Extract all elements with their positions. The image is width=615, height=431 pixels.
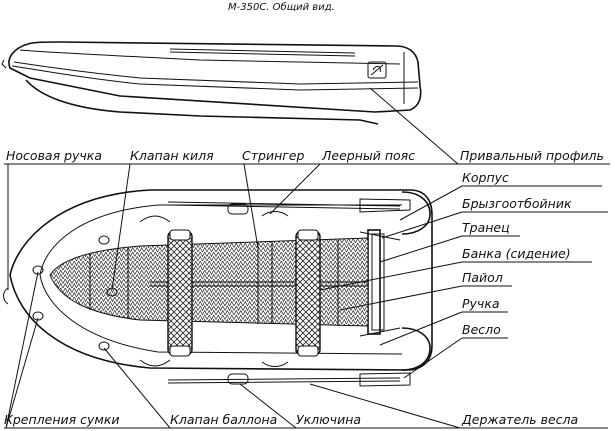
oar-upper [167, 201, 401, 210]
label-floor: Пайол [462, 270, 503, 285]
oar-lower-blade [359, 372, 411, 387]
seat-front-top [169, 229, 191, 241]
leader-lifeline [269, 163, 321, 215]
side-logo-box [367, 61, 387, 79]
label-hull: Корпус [462, 170, 509, 185]
label-lifeline: Леерный пояс [321, 148, 415, 163]
brand-logo-icon [370, 64, 384, 76]
label-bow-handle: Носовая ручка [6, 148, 102, 163]
label-splash-guard: Брызгоотбойник [462, 196, 572, 211]
top-tube-inner [39, 204, 403, 355]
side-oar [169, 48, 356, 57]
side-lifeline [13, 61, 419, 85]
tube-valve-upper [98, 235, 110, 245]
leader-oarlock [239, 383, 297, 429]
leader-keel-valve [111, 163, 131, 291]
leader-tube-valve [103, 347, 171, 429]
leader-floor [339, 285, 463, 311]
label-rub-strake: Привальный профиль [460, 148, 604, 163]
seat-rear [295, 231, 321, 355]
diagram-title: М-350С. Общий вид. [228, 1, 335, 13]
leader-hull [399, 185, 463, 221]
leader-handle [379, 311, 463, 346]
oar-lower [167, 377, 401, 384]
leader-bag-mounts [5, 271, 39, 429]
oarlock-lower [227, 373, 249, 385]
top-transom-inner [371, 233, 385, 331]
oarlock-upper [227, 203, 249, 215]
label-oar-holder: Держатель весла [461, 412, 578, 427]
lifeline-loops [139, 211, 289, 367]
label-oar: Весло [462, 322, 501, 337]
label-keel-valve: Клапан киля [130, 148, 214, 163]
label-bag-mounts: Крепления сумки [4, 412, 120, 427]
tube-valve-lower [98, 341, 110, 351]
label-seat: Банка (сидение) [462, 246, 571, 261]
bag-mount-lower [32, 311, 44, 321]
label-transom: Транец [462, 220, 510, 235]
top-tube-outer [9, 189, 433, 371]
leader-splash-guard [381, 211, 463, 239]
seat-rear-bottom [297, 345, 319, 357]
bow-handle [3, 287, 9, 305]
top-view [3, 189, 433, 387]
leader-rub-strake [369, 87, 610, 165]
label-oarlock: Уключина [296, 412, 361, 427]
side-rub-strake-line [11, 65, 419, 91]
side-tube-outline [8, 41, 422, 113]
side-bow-handle [1, 59, 7, 69]
labels: Носовая ручка Клапан киля Стрингер Леерн… [4, 148, 604, 427]
top-stern-cone-lower [401, 327, 431, 371]
splash-guard [359, 231, 401, 337]
oar-upper-blade [359, 198, 411, 213]
top-transom [367, 229, 381, 335]
leader-oar-holder [309, 383, 461, 429]
leader-lines [4, 87, 610, 429]
label-handle: Ручка [462, 296, 500, 311]
seat-rear-top [297, 229, 319, 241]
leader-stringer [243, 163, 259, 249]
side-upper-line [19, 49, 401, 65]
seat-front [167, 231, 193, 355]
label-tube-valve: Клапан баллона [170, 412, 277, 427]
leader-transom [379, 235, 463, 263]
top-stern-cone-upper [401, 191, 431, 235]
seat-front-bottom [169, 345, 191, 357]
label-stringer: Стрингер [242, 148, 304, 163]
leader-oar [403, 337, 463, 379]
side-view [1, 41, 422, 125]
side-hull-bottom [25, 79, 379, 125]
leader-seat [319, 261, 463, 291]
